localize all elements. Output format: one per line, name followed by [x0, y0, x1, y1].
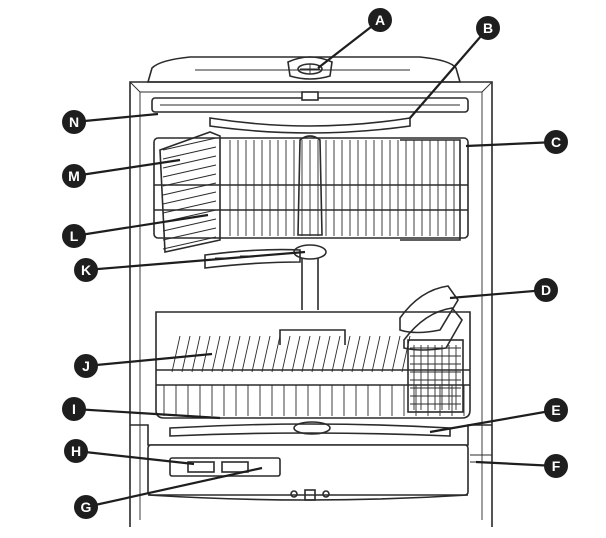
svg-text:J: J	[82, 358, 90, 374]
callout-I: I	[62, 397, 86, 421]
leader-I	[73, 407, 221, 420]
leader-D	[449, 288, 547, 300]
leader-G	[85, 466, 263, 509]
svg-text:D: D	[541, 282, 551, 298]
callout-K: K	[74, 258, 98, 282]
callout-H: H	[64, 439, 88, 463]
svg-text:C: C	[551, 134, 561, 150]
svg-text:A: A	[375, 12, 385, 28]
callout-E: E	[544, 398, 568, 422]
leader-K	[85, 250, 306, 272]
callout-L: L	[62, 224, 86, 248]
svg-text:N: N	[69, 114, 79, 130]
lower-spray-arm	[169, 421, 451, 437]
top-vent	[287, 56, 333, 80]
svg-text:L: L	[70, 228, 79, 244]
leader-J	[85, 352, 213, 368]
leader-H	[75, 449, 195, 466]
leader-L	[73, 213, 209, 238]
top-spray-arm	[151, 91, 469, 134]
leader-A	[317, 19, 381, 69]
bottom-panel	[130, 424, 492, 501]
leader-N	[73, 112, 159, 124]
lower-rack	[155, 311, 471, 419]
svg-text:M: M	[68, 168, 80, 184]
svg-text:I: I	[72, 401, 76, 417]
callout-G: G	[74, 495, 98, 519]
callout-D: D	[534, 278, 558, 302]
leader-lines	[73, 19, 557, 509]
svg-text:K: K	[81, 262, 91, 278]
cup-holder	[399, 285, 463, 351]
leader-E	[429, 408, 557, 434]
callout-A: A	[368, 8, 392, 32]
svg-text:G: G	[81, 499, 92, 515]
svg-text:E: E	[551, 402, 560, 418]
upper-rack	[153, 131, 469, 253]
leader-C	[465, 140, 557, 148]
callout-M: M	[62, 164, 86, 188]
svg-text:B: B	[483, 20, 493, 36]
svg-text:F: F	[552, 458, 561, 474]
callout-B: B	[476, 16, 500, 40]
callout-C: C	[544, 130, 568, 154]
callout-N: N	[62, 110, 86, 134]
svg-text:H: H	[71, 443, 81, 459]
callout-J: J	[74, 354, 98, 378]
callout-F: F	[544, 454, 568, 478]
leader-M	[73, 158, 181, 178]
leader-F	[475, 460, 557, 468]
leader-B	[409, 27, 489, 119]
